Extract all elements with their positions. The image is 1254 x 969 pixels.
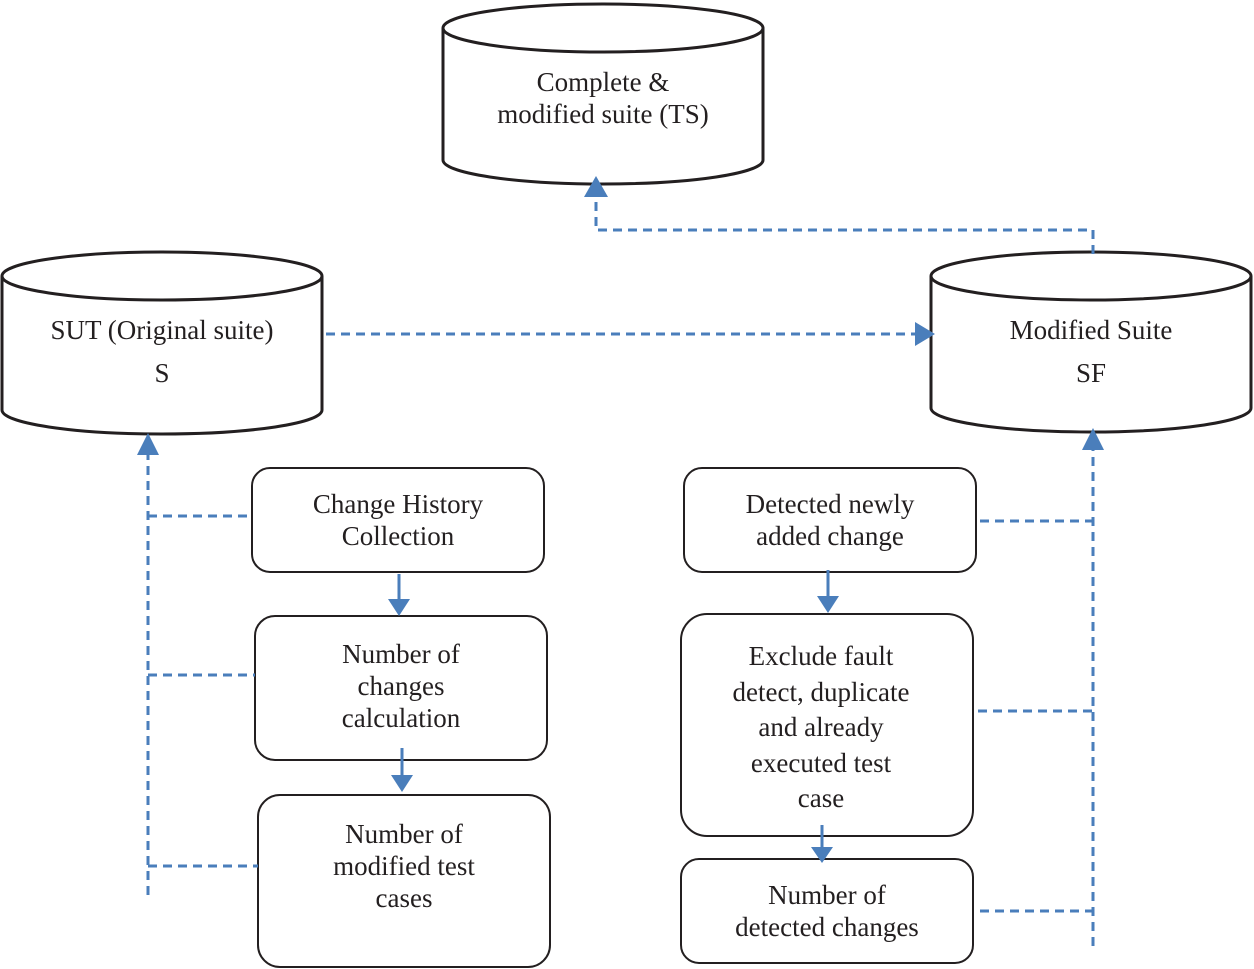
label-line: cases: [375, 883, 433, 913]
connector-sf-to-ts: [594, 202, 1095, 254]
label-modified-test-cases: Number of modified test cases: [258, 810, 550, 922]
label-original-suite: SUT (Original suite) S: [2, 306, 322, 396]
label-line: Exclude fault: [748, 641, 894, 672]
label-line: SUT (Original suite): [50, 314, 274, 345]
label-change-history: Change History Collection: [252, 468, 544, 572]
arrowhead-into-sf-bottom: [1082, 428, 1104, 450]
label-line: Number of: [768, 880, 886, 910]
box-detected-changes: [680, 858, 974, 964]
arrowhead-left-2-to-3: [391, 775, 413, 792]
label-line: Collection: [341, 521, 455, 551]
box-change-history: [251, 467, 545, 573]
database-complete-suite: [441, 2, 765, 186]
label-line: changes: [357, 671, 445, 701]
label-line: S: [154, 357, 170, 388]
box-modified-test-cases: [257, 794, 551, 968]
label-modified-suite: Modified Suite SF: [931, 306, 1251, 396]
label-line: detected changes: [735, 912, 919, 942]
label-line: Change History: [312, 489, 484, 519]
arrowhead-left-1-to-2: [388, 599, 410, 616]
label-line: modified test: [333, 851, 475, 881]
label-number-of-changes: Number of changes calculation: [255, 630, 547, 742]
label-line: calculation: [341, 703, 461, 733]
arrowhead-right-2-to-3: [811, 847, 833, 863]
label-exclude-fault: Exclude fault detect, duplicate and alre…: [681, 636, 961, 820]
label-complete-suite: Complete & modified suite (TS): [443, 58, 763, 138]
label-line: case: [797, 783, 845, 814]
label-line: detect, duplicate: [732, 676, 910, 707]
label-line: Detected newly: [745, 489, 915, 519]
label-line: SF: [1075, 357, 1107, 388]
label-line: Complete &: [536, 67, 670, 97]
label-line: Number of: [345, 819, 463, 849]
label-line: added change: [756, 521, 904, 551]
arrowhead-into-sf: [915, 322, 935, 346]
label-line: modified suite (TS): [497, 99, 709, 129]
box-detected-newly-added: [683, 467, 977, 573]
label-detected-changes: Number of detected changes: [681, 859, 973, 963]
box-exclude-fault: [680, 613, 974, 837]
arrowhead-right-1-to-2: [817, 596, 839, 613]
label-line: and already: [758, 712, 884, 743]
arrowhead-into-s: [137, 433, 159, 455]
label-line: Modified Suite: [1009, 314, 1173, 345]
arrowhead-into-ts: [584, 176, 608, 197]
label-line: Number of: [342, 639, 460, 669]
label-line: executed test: [750, 747, 892, 778]
label-detected-newly-added: Detected newly added change: [684, 468, 976, 572]
database-original-suite: [0, 250, 324, 436]
